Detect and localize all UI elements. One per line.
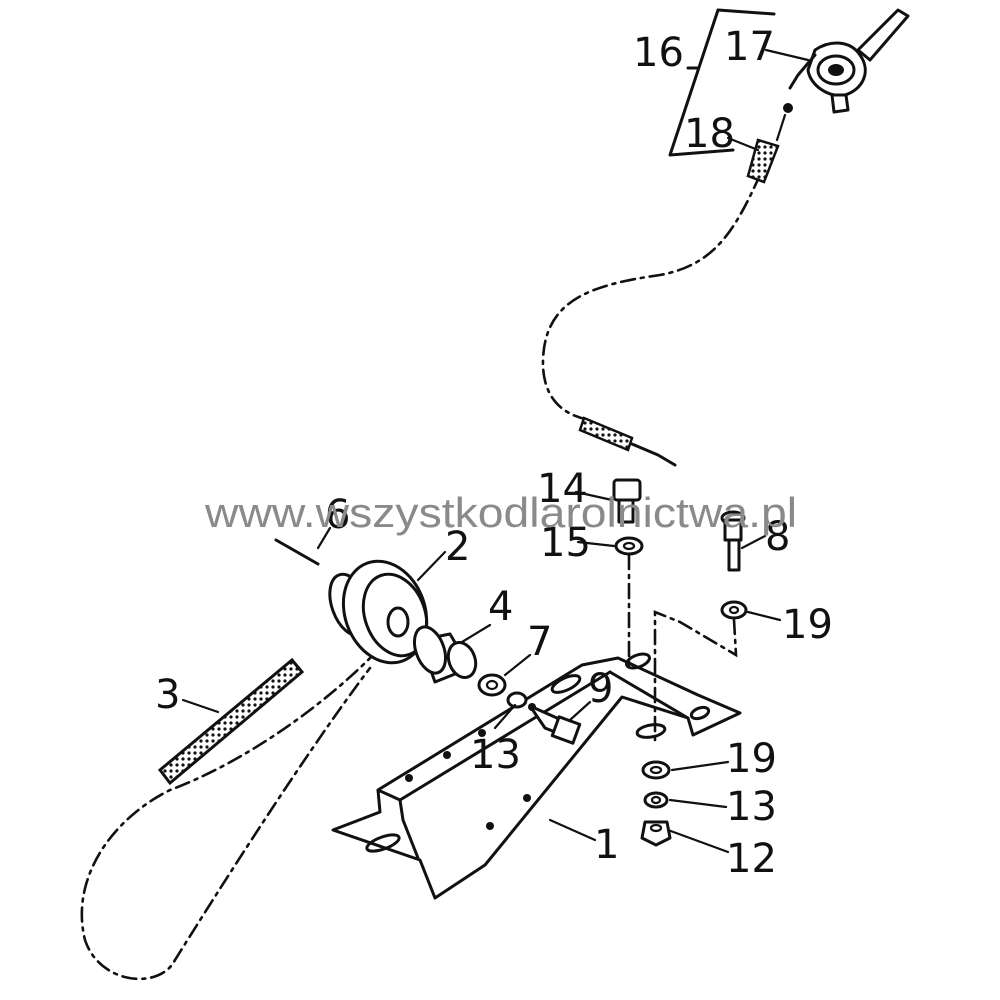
callout-labels: 16 17 18 14 15 8 19 6 2 4 7 9 13 3 1 19 …	[155, 24, 833, 882]
mounting-plate	[331, 652, 742, 900]
callout-1: 1	[594, 822, 619, 868]
watermark-url: www.wszystkodlarolnictwa.pl	[204, 489, 797, 536]
callout-8: 8	[765, 514, 790, 560]
callout-18: 18	[684, 111, 735, 157]
fastener-stack	[640, 760, 672, 847]
cable-end-sleeve	[578, 416, 677, 467]
callout-15: 15	[540, 520, 591, 566]
spring-washer-left	[506, 691, 528, 709]
bowden-cable	[80, 173, 762, 981]
callout-13-right: 13	[726, 784, 777, 830]
callout-2: 2	[445, 524, 470, 570]
knurled-sleeve	[157, 657, 305, 786]
throttle-lever-assembly	[783, 8, 910, 114]
washer	[477, 673, 507, 697]
bushing	[412, 625, 478, 684]
callout-19-lower: 19	[726, 736, 777, 782]
callout-19-upper: 19	[782, 602, 833, 648]
pulley	[328, 559, 429, 665]
callout-12: 12	[726, 836, 777, 882]
callout-7: 7	[527, 619, 552, 665]
callout-6: 6	[325, 492, 350, 538]
callout-3: 3	[155, 672, 180, 718]
callout-13-left: 13	[470, 732, 521, 778]
callout-14: 14	[537, 466, 588, 512]
callout-16: 16	[633, 30, 684, 76]
bolt-8	[653, 510, 748, 742]
callout-9: 9	[588, 666, 613, 712]
upper-cable-sleeve	[746, 113, 787, 184]
pin	[274, 538, 320, 566]
callout-17: 17	[724, 24, 775, 70]
bolt-14	[612, 478, 644, 667]
leader-lines	[181, 48, 810, 854]
callout-4: 4	[488, 584, 513, 630]
group-bracket-16	[668, 8, 776, 157]
